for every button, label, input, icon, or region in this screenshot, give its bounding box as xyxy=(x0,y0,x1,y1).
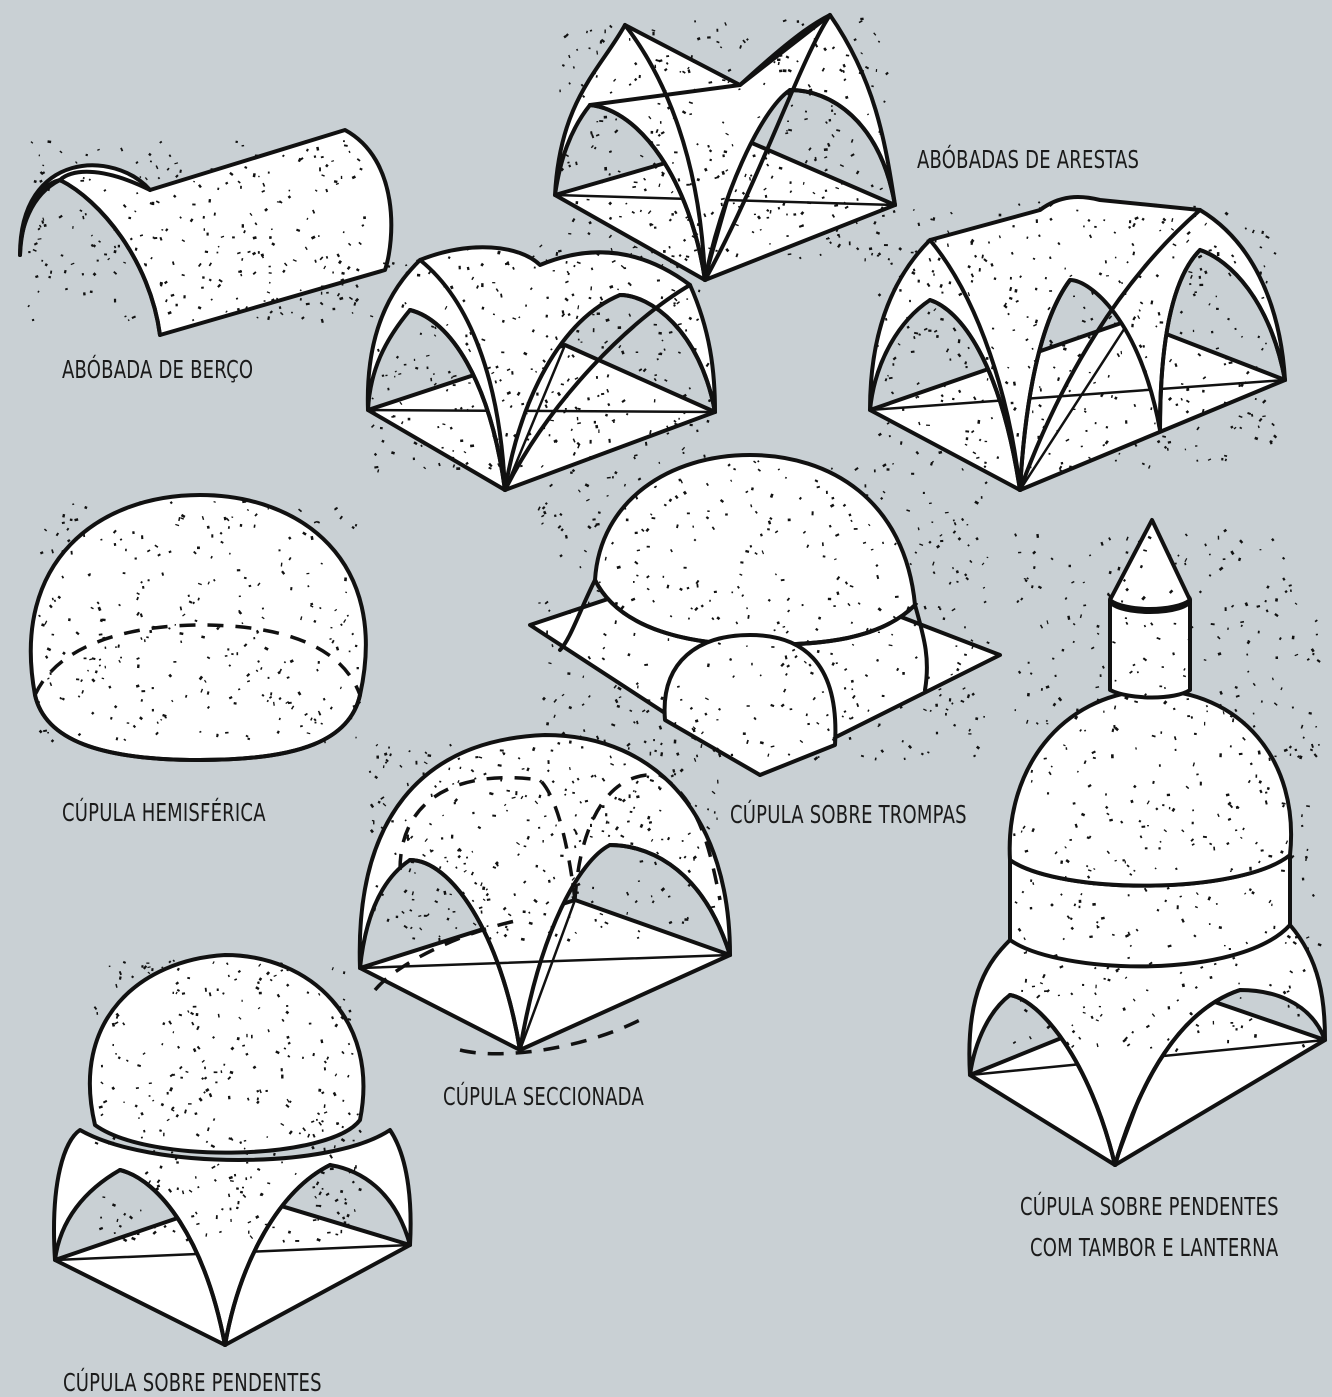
barrel-vault-drawing xyxy=(20,130,391,335)
label-sectioned-dome: CÚPULA SECCIONADA xyxy=(443,1082,644,1111)
sectioned-dome-drawing xyxy=(360,735,730,1054)
groin-vault-double-drawing xyxy=(870,197,1285,490)
dome-drum-lantern-drawing xyxy=(969,520,1325,1165)
label-dome-drum-lantern-line1: CÚPULA SOBRE PENDENTES xyxy=(1020,1192,1279,1221)
label-hemispherical-dome: CÚPULA HEMISFÉRICA xyxy=(62,798,266,827)
hemispherical-dome-drawing xyxy=(31,495,366,760)
label-dome-drum-lantern-line2: COM TAMBOR E LANTERNA xyxy=(1030,1233,1278,1262)
label-dome-on-squinches: CÚPULA SOBRE TROMPAS xyxy=(730,800,967,829)
label-dome-on-pendentives: CÚPULA SOBRE PENDENTES xyxy=(63,1368,322,1397)
dome-on-pendentives-drawing xyxy=(54,955,411,1345)
label-barrel-vault: ABÓBADA DE BERÇO xyxy=(62,355,253,384)
dome-on-squinches-drawing xyxy=(530,455,1000,775)
groin-vault-top-drawing xyxy=(555,15,895,280)
groin-vault-middle-drawing xyxy=(368,244,715,490)
label-groin-vaults: ABÓBADAS DE ARESTAS xyxy=(917,145,1139,174)
